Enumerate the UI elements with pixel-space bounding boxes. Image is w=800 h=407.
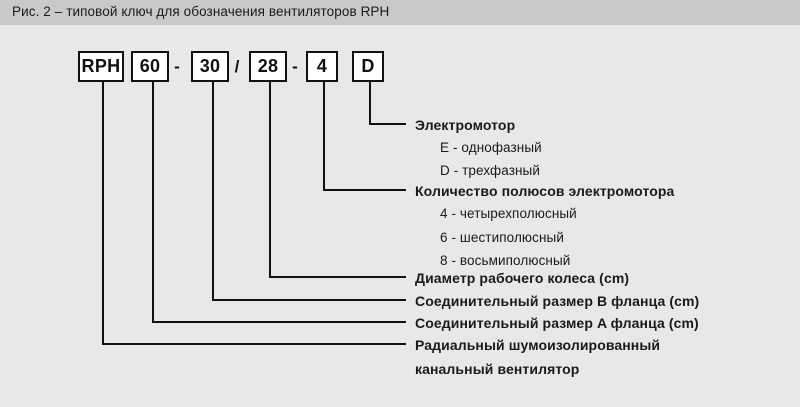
legend-title-impeller-diameter: Диаметр рабочего колеса (cm): [415, 270, 630, 286]
figure-caption: Рис. 2 – типовой ключ для обозначения ве…: [12, 4, 390, 19]
code-box-7[interactable]: 4: [306, 51, 338, 82]
caption-bar: Рис. 2 – типовой ключ для обозначения ве…: [0, 0, 800, 25]
leader-flange-a: [152, 82, 406, 323]
code-box-1[interactable]: 60: [131, 51, 169, 82]
legend-option-pole-count-2: 8 - восьмиполюсный: [440, 253, 571, 268]
code-box-0[interactable]: RPH: [78, 51, 124, 82]
legend-title-fan-type-line2: канальный вентилятор: [415, 361, 580, 377]
legend-option-electric-motor-0: E - однофазный: [440, 140, 542, 155]
legend-title-electric-motor: Электромотор: [415, 117, 516, 133]
code-separator-4: /: [234, 56, 240, 76]
legend-option-electric-motor-1: D - трехфазный: [440, 163, 540, 178]
legend-title-flange-b: Соединительный размер B фланца (cm): [415, 293, 700, 309]
legend-option-pole-count-1: 6 - шестиполюсный: [440, 230, 564, 245]
leader-flange-b: [212, 82, 406, 301]
legend-title-pole-count: Количество полюсов электромотора: [415, 183, 675, 199]
code-separator-2: -: [174, 56, 180, 76]
leader-electric-motor: [369, 82, 406, 125]
leader-fan-type: [102, 82, 406, 345]
legend-title-flange-a: Соединительный размер A фланца (cm): [415, 315, 699, 331]
leader-pole-count: [323, 82, 406, 191]
leader-impeller-diameter: [269, 82, 406, 278]
code-box-8[interactable]: D: [352, 51, 384, 82]
code-separator-6: -: [292, 56, 298, 76]
code-box-5[interactable]: 28: [249, 51, 287, 82]
code-box-3[interactable]: 30: [191, 51, 229, 82]
legend-option-pole-count-0: 4 - четырехполюсный: [440, 206, 577, 221]
legend-title-fan-type: Радиальный шумоизолированный: [415, 337, 661, 353]
